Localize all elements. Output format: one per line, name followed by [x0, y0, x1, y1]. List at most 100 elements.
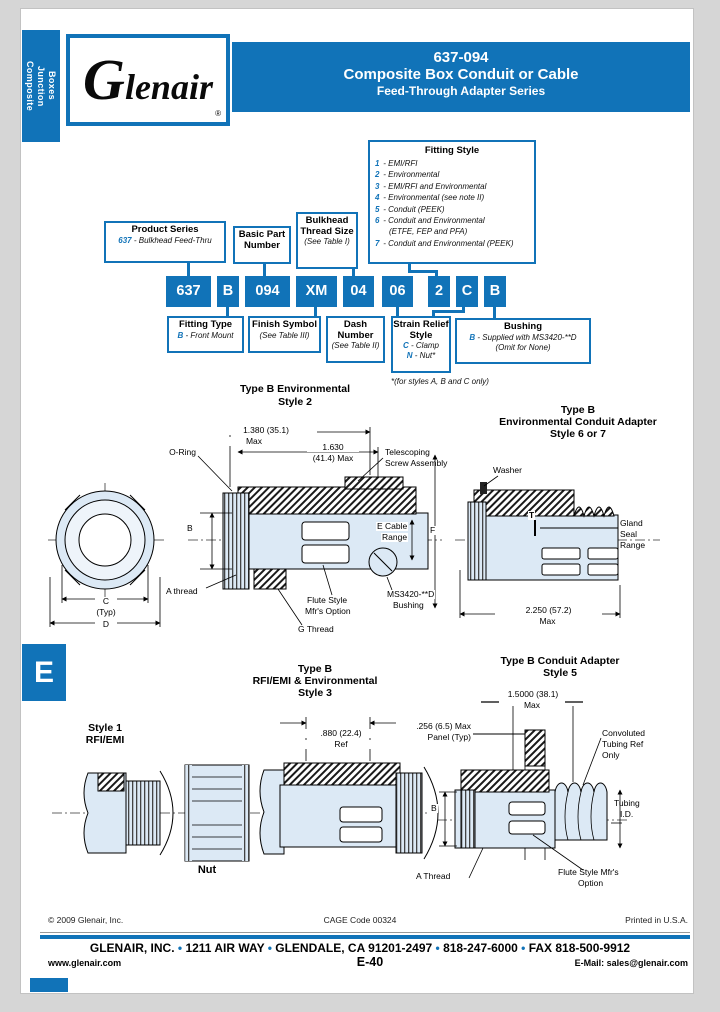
style5-label-option: Option: [578, 878, 604, 888]
footer-divider: [40, 932, 690, 933]
glenair-logo-text: Glenair: [83, 47, 213, 112]
callout-bushing: Bushing B - Supplied with MS3420-**D (Om…: [455, 318, 591, 364]
series-subtitle: Feed-Through Adapter Series: [376, 84, 546, 98]
style67-dim-max: Max: [539, 616, 556, 626]
connector-line: [226, 307, 229, 316]
style2-label-f: F: [429, 525, 437, 535]
corner-mark: [30, 978, 68, 992]
page-title: 637-094 Composite Box Conduit or Cable F…: [232, 42, 690, 112]
connector-line: [408, 264, 411, 272]
style3-dim-ref: Ref: [300, 740, 382, 749]
connector-line: [396, 307, 399, 316]
callout-fitting-type: Fitting Type B - Front Mount: [167, 316, 244, 353]
part-number-segment-thread-size: 04: [343, 276, 374, 307]
style2-title-line1: Type B Environmental: [239, 383, 351, 395]
style5-label-b: B: [430, 803, 438, 813]
style67-label-range: Range: [620, 540, 646, 550]
copyright-text: © 2009 Glenair, Inc.: [48, 915, 124, 925]
fitting-style-item: 6 - Conduit and Environmental: [375, 216, 485, 226]
connector-line: [408, 270, 438, 273]
style3-title-line3: Style 3: [298, 687, 332, 699]
style5-title-line2: Style 5: [543, 667, 577, 679]
cage-code: CAGE Code 00324: [323, 915, 397, 925]
part-number-segment-bushing: B: [484, 276, 506, 307]
style2-label-c: C: [95, 597, 117, 606]
printed-in-usa: Printed in U.S.A.: [625, 915, 688, 925]
style1-nut-style3-drawing: [52, 717, 439, 862]
connector-line: [352, 269, 355, 276]
style5-label-tubing: Tubing: [614, 798, 640, 808]
part-number-segment-dash: 06: [382, 276, 413, 307]
registered-mark: ®: [215, 109, 221, 118]
style2-label-d: D: [95, 620, 117, 629]
style67-label-t: T: [528, 510, 536, 520]
style2-label-ms3420: MS3420-**D: [386, 589, 436, 599]
website-url: www.glenair.com: [48, 958, 122, 968]
fitting-style-item: 2 - Environmental: [375, 170, 440, 180]
style2-label-e-cable: E Cable: [376, 521, 409, 531]
part-number-segment-strain-relief: C: [456, 276, 478, 307]
connector-line: [314, 307, 317, 316]
style2-label-screw-assembly: Screw Assembly: [385, 458, 448, 468]
fitting-style-item: 3 - EMI/RFI and Environmental: [375, 181, 487, 191]
callout-finish-symbol: Finish Symbol (See Table III): [248, 316, 321, 353]
style2-dim-1380: 1.380 (35.1): [215, 426, 317, 435]
style5-label-panel-typ: Panel (Typ): [427, 732, 471, 742]
style5-label-convoluted: Convoluted: [602, 728, 646, 738]
side-tab-composite-junction-boxes: Composite Junction Boxes: [22, 30, 60, 142]
email-address: E-Mail: sales@glenair.com: [574, 958, 688, 968]
style5-drawing: [437, 701, 630, 879]
part-number-segment-fitting-type: B: [217, 276, 239, 307]
fitting-style-item-cont: (ETFE, FEP and PFA): [389, 227, 468, 237]
side-tab-line: Junction: [36, 65, 46, 107]
side-tab-line: Composite: [25, 60, 35, 112]
fitting-style-legend: Fitting Style 1 - EMI/RFI 2 - Environmen…: [368, 140, 536, 264]
style5-label-a-thread: A Thread: [416, 871, 451, 881]
connector-line: [187, 263, 190, 276]
glenair-logo: Glenair ®: [66, 34, 230, 126]
series-title: Composite Box Conduit or Cable: [343, 66, 579, 83]
side-tab-line: Boxes: [47, 71, 57, 101]
style67-title-line3: Style 6 or 7: [549, 428, 607, 440]
style67-label-washer: Washer: [493, 465, 522, 475]
style2-dim-1380-max: Max: [228, 437, 280, 446]
part-number-segment-finish: XM: [296, 276, 337, 307]
callout-bulkhead-thread-size: Bulkhead Thread Size (See Table I): [296, 212, 358, 269]
style1-title-line1: Style 1: [88, 722, 122, 734]
style2-label-bushing: Bushing: [392, 600, 425, 610]
style67-title-line2: Environmental Conduit Adapter: [499, 416, 657, 428]
callout-product-series: Product Series 637 - Bulkhead Feed-Thru: [104, 221, 226, 263]
part-number-segment-fitting-style: 2: [428, 276, 450, 307]
callout-dash-number: Dash Number (See Table II): [326, 316, 385, 363]
fitting-style-title: Fitting Style: [424, 145, 480, 156]
connector-line: [432, 310, 435, 316]
section-tab-e: E: [22, 644, 66, 701]
connector-line: [435, 270, 438, 276]
style2-label-e-range: Range: [381, 532, 409, 542]
callout-basic-part-number: Basic Part Number: [233, 226, 291, 264]
style5-dim-max: Max: [523, 700, 541, 710]
style2-dim-1630: 1.630: [307, 443, 359, 452]
style1-title-line2: RFI/EMI: [85, 734, 125, 746]
style2-label-telescoping: Telescoping: [385, 447, 430, 457]
connector-line: [493, 307, 496, 318]
style2-label-c-typ: (Typ): [85, 608, 127, 617]
style67-dim-2250: 2.250 (57.2): [495, 606, 602, 615]
style3-dim-880: .880 (22.4): [300, 729, 382, 738]
style67-label-seal: Seal: [620, 529, 638, 539]
style2-label-mfrs-option: Mfr's Option: [304, 606, 352, 616]
connector-line: [432, 310, 465, 313]
style5-dim-15000: 1.5000 (38.1): [478, 690, 588, 699]
style2-title-line2: Style 2: [278, 396, 312, 408]
style3-title-line1: Type B: [297, 663, 333, 675]
fitting-style-item: 7 - Conduit and Environmental (PEEK): [375, 238, 514, 248]
style5-title-line1: Type B Conduit Adapter: [500, 655, 620, 667]
part-number-segment-basic-part: 094: [245, 276, 290, 307]
style5-label-only: Only: [602, 750, 620, 760]
footer-blue-rule: [40, 935, 690, 939]
fitting-style-item: 4 - Environmental (see note II): [375, 193, 485, 203]
style67-title-line1: Type B: [560, 404, 596, 416]
style5-label-tubing-ref: Tubing Ref: [602, 739, 644, 749]
callout-strain-relief-style: Strain Relief Style C - Clamp N - Nut*: [391, 316, 451, 373]
